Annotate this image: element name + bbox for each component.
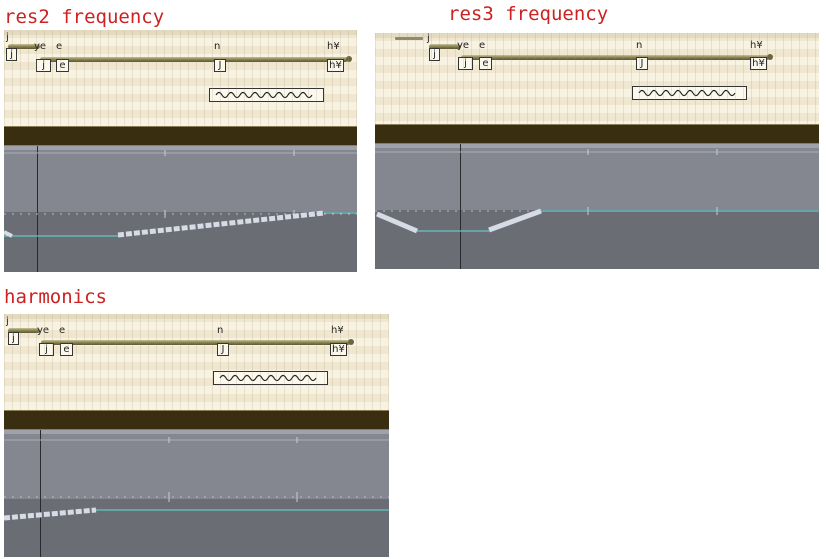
marker-label: j	[6, 32, 9, 43]
panel-title-res3: res3 frequency	[448, 3, 609, 25]
marker-label: j	[427, 33, 430, 44]
event-label-n: n	[214, 41, 221, 52]
marker-label: j	[6, 316, 9, 327]
event-box-j[interactable]: j	[39, 343, 54, 356]
score-lane: j j ye e n h¥ j e J h¥	[4, 30, 357, 126]
automation-curve[interactable]	[4, 146, 357, 272]
res3-frequency-panel: j j ye e n h¥ j e J h¥	[375, 33, 819, 269]
event-box-e[interactable]: e	[56, 59, 69, 72]
event-label-ye: ye	[457, 40, 470, 51]
playhead-line	[460, 144, 461, 269]
tilde-wave-icon[interactable]	[213, 371, 328, 385]
event-label-h: h¥	[331, 325, 344, 336]
event-box-J[interactable]: J	[217, 343, 229, 356]
event-label-h: h¥	[750, 40, 763, 51]
panel-title-res2: res2 frequency	[4, 6, 165, 28]
automation-curve[interactable]	[375, 144, 819, 269]
event-label-n: n	[217, 325, 224, 336]
automation-graph[interactable]	[4, 146, 357, 272]
clip-bar-small[interactable]	[8, 44, 40, 49]
event-label-h: h¥	[327, 41, 340, 52]
track-divider	[375, 124, 819, 144]
automation-curve[interactable]	[4, 430, 389, 557]
event-label-ye: ye	[34, 41, 47, 52]
event-box-J[interactable]: J	[636, 57, 648, 70]
event-box-h[interactable]: h¥	[330, 343, 347, 356]
event-box-j[interactable]: j	[458, 57, 473, 70]
playhead-line	[37, 146, 38, 272]
event-label-e: e	[56, 41, 63, 52]
clip-bar-small[interactable]	[429, 44, 461, 49]
event-box-e[interactable]: e	[60, 343, 73, 356]
marker-box[interactable]: j	[8, 332, 19, 345]
panel-title-harmonics: harmonics	[4, 286, 107, 308]
event-box-e[interactable]: e	[479, 57, 492, 70]
automation-graph[interactable]	[4, 430, 389, 557]
tilde-wave-icon[interactable]	[632, 86, 747, 100]
playhead-line	[40, 430, 41, 557]
event-box-h[interactable]: h¥	[750, 57, 767, 70]
score-lane: j j ye e n h¥ j e J h¥	[4, 314, 389, 410]
event-label-ye: ye	[37, 325, 50, 336]
event-box-j[interactable]: j	[36, 59, 51, 72]
tilde-wave-icon[interactable]	[209, 88, 324, 102]
harmonics-panel: j j ye e n h¥ j e J h¥	[4, 314, 389, 557]
track-divider	[4, 126, 357, 146]
automation-graph[interactable]	[375, 144, 819, 269]
res2-frequency-panel: j j ye e n h¥ j e J h¥	[4, 30, 357, 272]
track-divider	[4, 410, 389, 430]
timeline-clip-bar[interactable]	[461, 55, 769, 60]
timeline-clip-bar[interactable]	[40, 57, 348, 62]
score-lane: j j ye e n h¥ j e J h¥	[375, 33, 819, 129]
event-label-n: n	[636, 40, 643, 51]
event-box-h[interactable]: h¥	[327, 59, 344, 72]
marker-box[interactable]: j	[429, 48, 440, 61]
event-label-e: e	[59, 325, 66, 336]
event-label-e: e	[479, 40, 486, 51]
timeline-clip-bar[interactable]	[41, 340, 350, 345]
clip-bar-small[interactable]	[8, 328, 40, 333]
event-box-J[interactable]: J	[214, 59, 226, 72]
marker-box[interactable]: j	[6, 48, 17, 61]
